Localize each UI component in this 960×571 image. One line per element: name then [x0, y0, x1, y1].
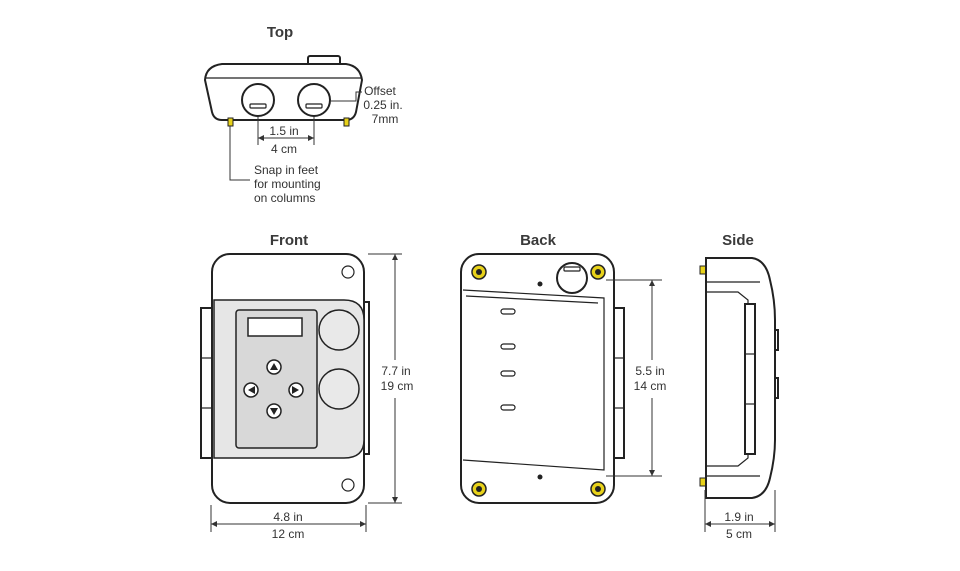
top-view-housing [203, 55, 364, 127]
side-housing [705, 257, 776, 499]
back-height-inches: 5.5 in [635, 364, 664, 378]
back-height-dimension: 5.5 in 14 cm [606, 279, 667, 477]
side-view: Side 1.9 in 5 cm [699, 232, 779, 541]
top-knob-left [241, 83, 275, 117]
arrow-down-button [266, 403, 282, 419]
feet-note-line1: Snap in feet [254, 163, 319, 177]
front-view-title: Front [270, 232, 308, 249]
front-width-inches: 4.8 in [273, 510, 302, 524]
back-view-title: Back [520, 232, 557, 249]
top-view: Top Offset 0.25 in. 7mm 1.5 in 4 cm [203, 24, 403, 205]
front-height-dimension: 7.7 in 19 cm [368, 253, 414, 504]
arrow-up-button [266, 359, 282, 375]
spacing-cm: 4 cm [271, 142, 297, 156]
arrow-left-button [243, 382, 259, 398]
front-width-dimension: 4.8 in 12 cm [210, 505, 367, 541]
lcd-display [247, 317, 303, 337]
front-height-cm: 19 cm [381, 379, 414, 393]
offset-mm: 7mm [372, 112, 399, 126]
knob-spacing-dimension: 1.5 in 4 cm [257, 117, 315, 156]
screw-top-right [590, 264, 606, 280]
back-view: Back [460, 232, 667, 504]
screw-bottom-right [590, 481, 606, 497]
back-height-cm: 14 cm [634, 379, 667, 393]
front-mount-hole-bottom [341, 478, 355, 492]
back-housing [460, 253, 615, 504]
front-mount-hole-top [341, 265, 355, 279]
screw-top-left [471, 264, 487, 280]
top-knob-right [297, 83, 331, 117]
side-view-title: Side [722, 232, 754, 249]
feet-note-line3: on columns [254, 191, 315, 205]
side-depth-cm: 5 cm [726, 527, 752, 541]
side-depth-dimension: 1.9 in 5 cm [704, 490, 776, 541]
feet-note-line2: for mounting [254, 177, 321, 191]
arrow-right-button [288, 382, 304, 398]
front-knob-upper [318, 309, 360, 351]
offset-label: Offset [364, 84, 396, 98]
side-rail [744, 303, 756, 455]
top-view-title: Top [267, 24, 293, 41]
screw-bottom-left [471, 481, 487, 497]
front-width-cm: 12 cm [272, 527, 305, 541]
keypad-module [235, 309, 318, 449]
spacing-inches: 1.5 in [269, 124, 298, 138]
front-height-inches: 7.7 in [381, 364, 410, 378]
side-depth-inches: 1.9 in [724, 510, 753, 524]
front-knob-lower [318, 368, 360, 410]
offset-inches: 0.25 in. [363, 98, 402, 112]
front-view: Front [200, 232, 414, 541]
